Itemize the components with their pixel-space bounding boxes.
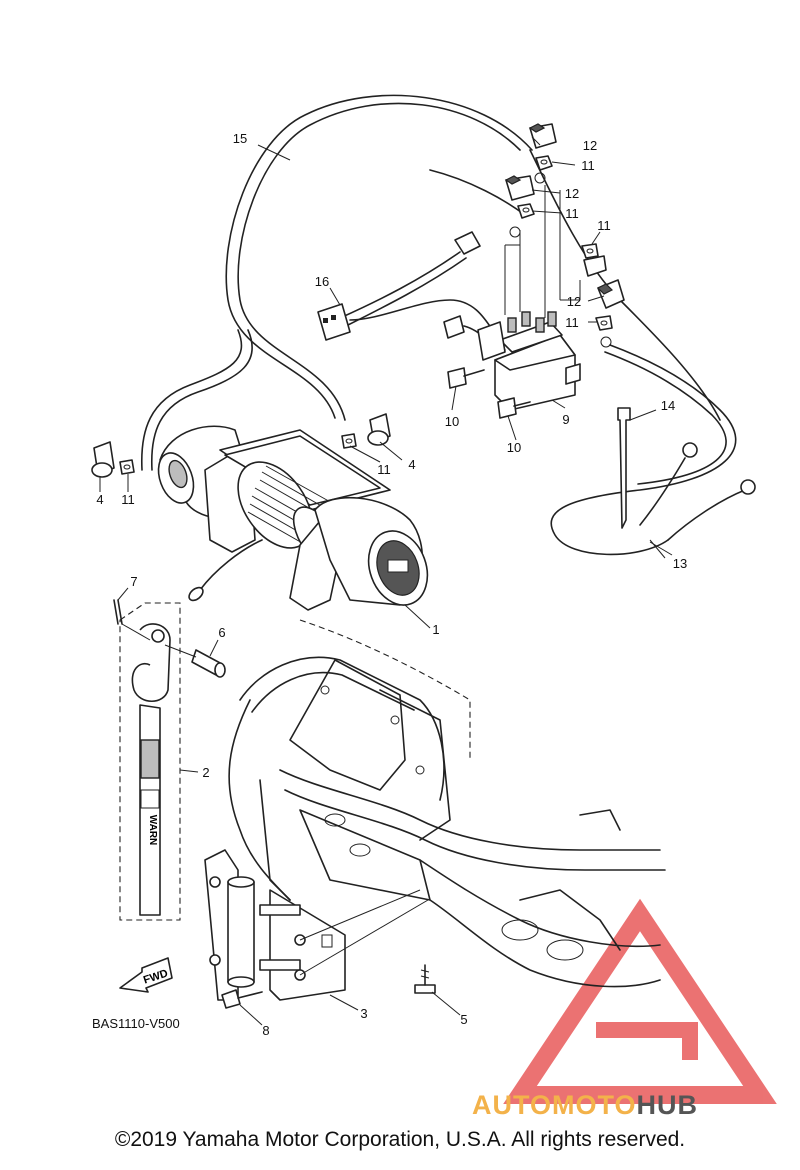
label-12-top: 12 xyxy=(583,138,597,153)
bolt-5 xyxy=(414,964,436,994)
terminal-boot-12-right xyxy=(596,279,625,309)
label-10-lower: 10 xyxy=(507,440,521,455)
watermark-word-hub: HUB xyxy=(637,1090,699,1120)
terminal-boot-12-top xyxy=(528,123,557,149)
switch-harness-16 xyxy=(317,231,506,351)
bolt-10-lower xyxy=(497,397,531,419)
nut-11-lower-right xyxy=(595,315,613,348)
label-5: 5 xyxy=(460,1012,467,1027)
nut-11-center xyxy=(341,433,357,449)
mount-guide-line xyxy=(299,619,471,760)
cotter-pin-7 xyxy=(113,599,123,625)
terminal-leaders xyxy=(504,185,581,318)
bolt-8 xyxy=(221,989,263,1009)
cable-tie-14 xyxy=(617,407,631,529)
fairlead-leader xyxy=(299,889,421,941)
label-1: 1 xyxy=(432,622,439,637)
fairlead-3 xyxy=(204,849,346,1001)
label-8: 8 xyxy=(262,1023,269,1038)
label-13: 13 xyxy=(673,556,687,571)
nut-11-mid xyxy=(517,203,535,219)
ground-cable-13 xyxy=(550,344,756,559)
label-10-upper: 10 xyxy=(445,414,459,429)
label-4-right: 4 xyxy=(408,457,415,472)
label-12-right: 12 xyxy=(567,294,581,309)
ring-terminal xyxy=(509,226,521,238)
label-11-center: 11 xyxy=(377,462,391,477)
label-14: 14 xyxy=(661,398,675,413)
watermark-text: AUTOMOTOHUB xyxy=(472,1090,698,1120)
label-7: 7 xyxy=(130,574,137,589)
label-11-right: 11 xyxy=(597,218,611,233)
label-11-mid: 11 xyxy=(565,206,579,221)
label-12-mid: 12 xyxy=(565,186,579,201)
watermark-logo-icon xyxy=(503,898,777,1104)
nut-11-right xyxy=(581,243,607,277)
main-cable-15 xyxy=(140,94,721,471)
winch-1 xyxy=(157,425,429,611)
label-3: 3 xyxy=(360,1006,367,1021)
bolt-10-upper xyxy=(447,367,485,389)
forward-arrow-icon: FWD xyxy=(119,957,173,993)
vehicle-frame xyxy=(228,656,666,988)
label-6: 6 xyxy=(218,625,225,640)
label-9: 9 xyxy=(562,412,569,427)
copyright-notice: ©2019 Yamaha Motor Corporation, U.S.A. A… xyxy=(114,1128,686,1151)
solenoid-9 xyxy=(477,311,581,411)
label-16: 16 xyxy=(315,274,329,289)
terminal-boot-4-left xyxy=(91,441,115,478)
label-11-lower-right: 11 xyxy=(565,315,579,330)
label-2: 2 xyxy=(202,765,209,780)
terminal-boot-4-right xyxy=(367,413,391,446)
strap-brand-text: WARN xyxy=(147,815,158,846)
diagram-code: BAS1110-V500 xyxy=(92,1016,180,1031)
label-4-left: 4 xyxy=(96,492,103,507)
terminal-boot-12-mid xyxy=(504,175,535,201)
ring-terminal xyxy=(534,172,546,184)
nut-11-top xyxy=(535,155,553,171)
label-11-top: 11 xyxy=(581,158,595,173)
label-11-left: 11 xyxy=(121,492,135,507)
nut-11-left xyxy=(119,459,135,475)
label-leaders xyxy=(99,136,673,1026)
label-15: 15 xyxy=(233,131,247,146)
watermark-word-auto: AUTOMOTO xyxy=(472,1090,637,1120)
hook-strap-2 xyxy=(119,602,226,921)
fairlead-leader xyxy=(299,899,429,976)
